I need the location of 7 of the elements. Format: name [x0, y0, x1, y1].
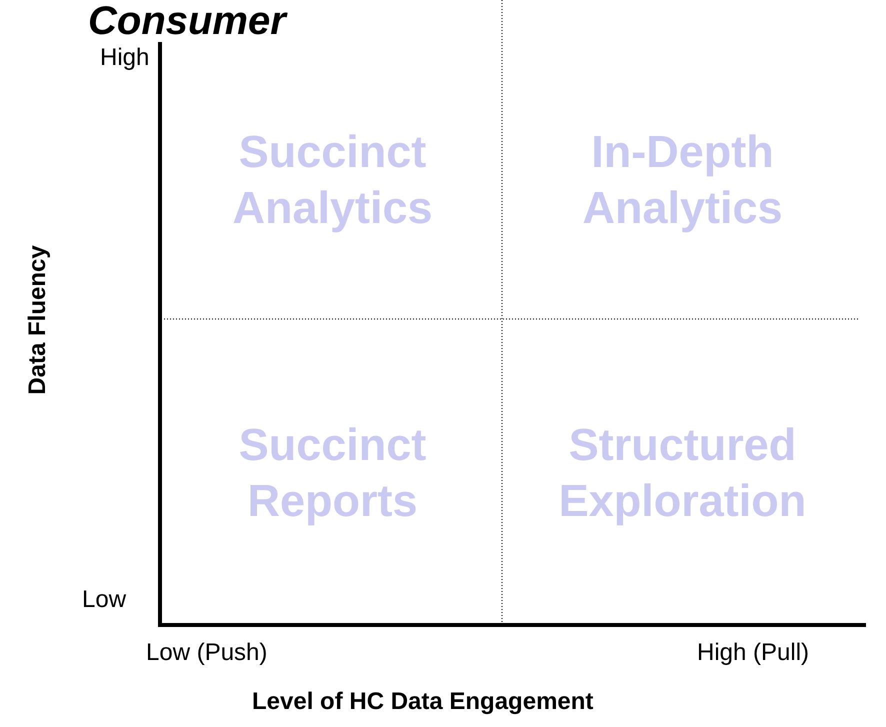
chart-title: Consumer	[88, 0, 286, 42]
axis-tick-label: High	[100, 44, 150, 72]
axis-tick-label: Low	[82, 586, 126, 614]
axis-title: Level of HC Data Engagement	[252, 688, 594, 716]
axis-tick-label: High (Pull)	[697, 639, 810, 667]
axis-tick-label: Low (Push)	[146, 639, 268, 667]
axis-title: Data Fluency	[24, 245, 52, 395]
